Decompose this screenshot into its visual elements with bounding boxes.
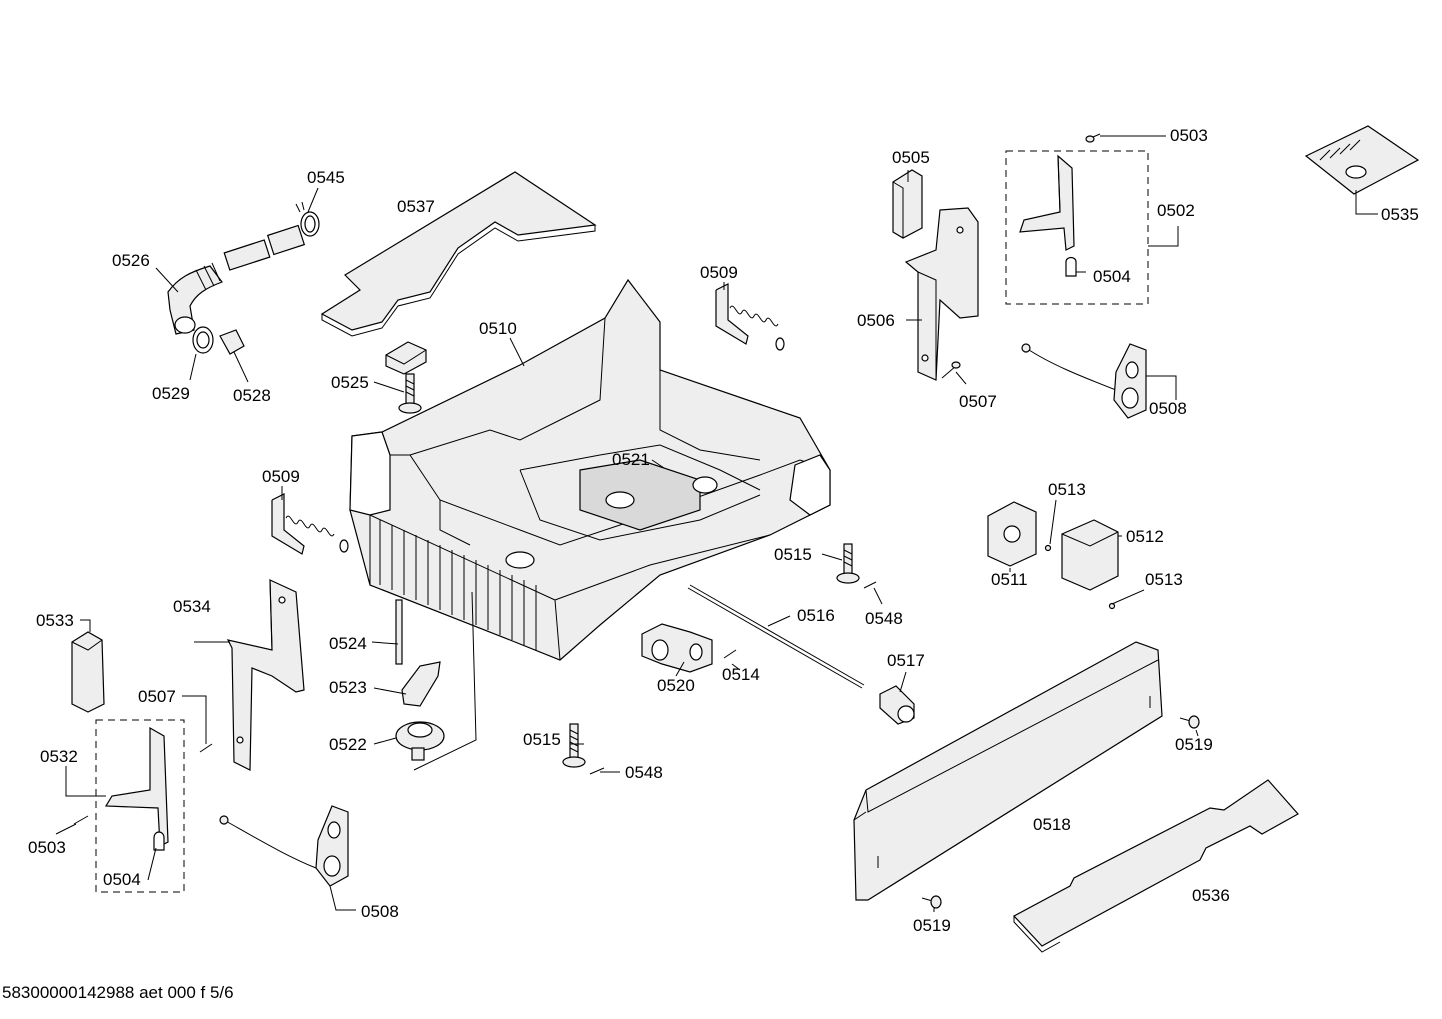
- document-id: 58300000142988 aet 000 f 5/6: [2, 983, 234, 1002]
- part-0509-spring-top: [715, 283, 785, 351]
- part-0513-screw-b: [1108, 602, 1116, 610]
- part-0533-cover: [71, 631, 105, 713]
- part-0536-bottom-plate: [1013, 779, 1299, 953]
- part-0505-cover: [892, 169, 923, 239]
- label-0548-bottom: 0548: [625, 763, 663, 782]
- part-0509-spring-left: [271, 493, 349, 555]
- part-0518-front-panel: [853, 641, 1163, 901]
- label-0548-top: 0548: [865, 609, 903, 628]
- label-0526: 0526: [112, 251, 150, 270]
- label-0518: 0518: [1033, 815, 1071, 834]
- leader-lines: [55, 135, 1378, 912]
- label-0511: 0511: [991, 570, 1028, 589]
- label-0506: 0506: [857, 311, 895, 330]
- part-0515-foot-top: [836, 543, 860, 584]
- part-0523-float: [401, 661, 441, 707]
- part-0503-screw-bottom: [73, 815, 89, 825]
- label-0508-top: 0508: [1149, 399, 1187, 418]
- label-0529: 0529: [152, 384, 190, 403]
- label-0507-top: 0507: [959, 392, 997, 411]
- part-0511-housing: [987, 501, 1037, 567]
- label-0513-top: 0513: [1048, 480, 1086, 499]
- part-0548-screw-top: [863, 581, 877, 589]
- label-0535: 0535: [1381, 205, 1419, 224]
- label-0525: 0525: [331, 373, 369, 392]
- part-0504-clip-top: [1065, 256, 1077, 277]
- part-0535-hardware-bag: [1304, 125, 1420, 195]
- label-0533: 0533: [36, 611, 74, 630]
- part-0525-foot: [385, 341, 427, 414]
- part-0515-foot-bottom: [562, 723, 586, 768]
- part-0519-screw-top: [1179, 715, 1200, 729]
- label-0522: 0522: [329, 735, 367, 754]
- part-0522-wheel: [395, 721, 445, 761]
- part-0504-clip-bottom: [153, 831, 165, 851]
- part-0519-screw-bottom: [921, 895, 942, 909]
- part-0537-insulation-plate: [320, 171, 597, 337]
- part-0507-screw-top: [941, 361, 961, 379]
- label-0521: 0521: [612, 450, 650, 469]
- part-0506-bracket: [904, 207, 979, 381]
- label-0536: 0536: [1192, 886, 1230, 905]
- label-0504-top: 0504: [1093, 267, 1131, 286]
- label-0537: 0537: [397, 197, 435, 216]
- label-0504-bottom: 0504: [103, 870, 141, 889]
- label-0505: 0505: [892, 148, 930, 167]
- label-0519-bottom: 0519: [913, 916, 951, 935]
- part-0526-hose: [167, 224, 306, 335]
- part-0502-bracket: [1019, 154, 1075, 251]
- label-0510: 0510: [479, 319, 517, 338]
- part-0532-bracket: [104, 726, 169, 847]
- label-0520: 0520: [657, 676, 695, 695]
- label-0508-bottom: 0508: [361, 902, 399, 921]
- label-0512: 0512: [1126, 527, 1164, 546]
- label-0513-bottom: 0513: [1145, 570, 1183, 589]
- label-0528: 0528: [233, 386, 271, 405]
- group-0532-frame: [95, 719, 185, 893]
- part-0510-base-tub: [349, 278, 831, 661]
- part-0508-sensor-bottom: [219, 805, 349, 887]
- label-0503-bottom: 0503: [28, 838, 66, 857]
- part-0513-screw-a: [1044, 544, 1052, 552]
- part-0529-clamp: [192, 326, 214, 354]
- label-0519-top: 0519: [1175, 735, 1213, 754]
- part-0514-screw: [723, 649, 737, 659]
- label-0502: 0502: [1157, 201, 1195, 220]
- part-0534-bracket: [226, 579, 305, 771]
- part-0524-rod: [395, 599, 403, 665]
- part-0507-screw-bottom: [199, 743, 213, 753]
- label-0545: 0545: [307, 168, 345, 187]
- label-0523: 0523: [329, 678, 367, 697]
- group-0502-frame: [1005, 150, 1149, 305]
- part-0516-rod: [687, 584, 865, 689]
- part-0517-knob: [879, 685, 915, 725]
- label-0509-left: 0509: [262, 467, 300, 486]
- label-0517: 0517: [887, 651, 925, 670]
- label-0509-top: 0509: [700, 263, 738, 282]
- part-0545-clamp: [295, 201, 320, 237]
- label-0515-bottom: 0515: [523, 730, 561, 749]
- label-0503-top: 0503: [1170, 126, 1208, 145]
- label-0516: 0516: [797, 606, 835, 625]
- part-0528-clip: [219, 329, 245, 355]
- label-0524: 0524: [329, 634, 367, 653]
- label-0507-bottom: 0507: [138, 687, 176, 706]
- label-0534: 0534: [173, 597, 211, 616]
- label-0515-top: 0515: [774, 545, 812, 564]
- part-0503-screw-top: [1085, 133, 1101, 143]
- label-0514: 0514: [722, 665, 760, 684]
- label-0532: 0532: [40, 747, 78, 766]
- part-0548-screw-bottom: [589, 767, 605, 775]
- part-0508-sensor-top: [1021, 343, 1147, 419]
- part-0520-valve: [641, 623, 713, 673]
- part-0512-cover: [1061, 519, 1119, 591]
